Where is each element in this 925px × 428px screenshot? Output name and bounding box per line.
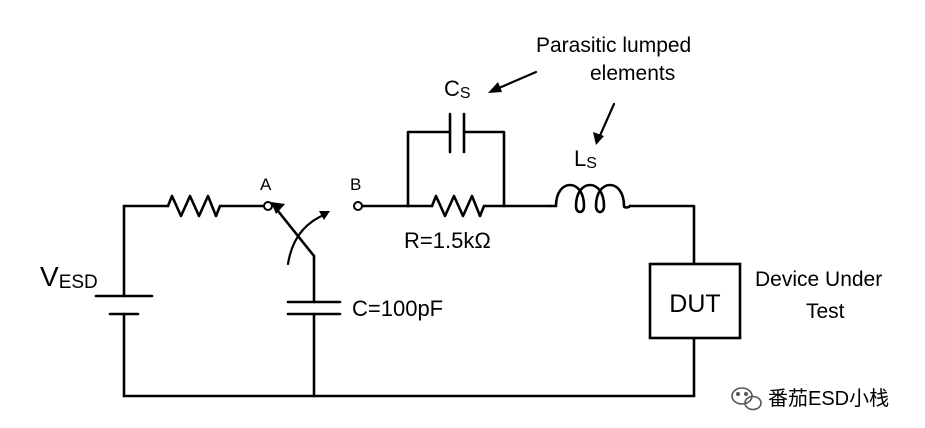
capacitor-100pf [286, 300, 342, 316]
parasitic-label-line2: elements [590, 62, 675, 85]
circuit-wires [122, 130, 696, 398]
dut-description-line1: Device Under [755, 268, 882, 291]
arrow-to-ls-head [593, 132, 604, 145]
cs-label: CS [444, 76, 471, 102]
discharge-resistor [430, 194, 486, 218]
wechat-icon [731, 387, 762, 411]
charging-resistor [166, 194, 222, 218]
switch-blade [272, 204, 316, 258]
switch-travel-arrow-head [319, 211, 330, 220]
vesd-label: VESD [40, 261, 98, 293]
dut-description-line2: Test [806, 300, 845, 323]
parasitic-capacitor-cs [448, 112, 466, 154]
arrow-to-ls [596, 102, 616, 142]
node-a-contact [263, 201, 273, 211]
node-b-label: B [350, 175, 361, 194]
parasitic-arrows [488, 70, 616, 145]
ls-label: LS [574, 146, 597, 172]
switch-travel-arc [286, 212, 328, 266]
wire-parallel-left [406, 130, 452, 208]
inductor-ls [548, 183, 632, 214]
node-a-label: A [260, 175, 272, 194]
parasitic-label-line1: Parasitic lumped [536, 34, 691, 57]
switch-arrow-head-a [271, 202, 285, 214]
battery-vesd [94, 294, 154, 316]
capacitor-label: C=100pF [352, 296, 443, 321]
node-b-contact [353, 201, 363, 211]
arrow-to-cs-head [488, 82, 502, 93]
wire-to-dut [628, 204, 696, 266]
dut-box [648, 262, 742, 340]
resistor-label: R=1.5kΩ [404, 228, 491, 253]
dut-label: DUT [669, 290, 720, 318]
watermark-text: 番茄ESD小栈 [768, 387, 889, 410]
watermark: 番茄ESD小栈 [731, 387, 889, 411]
wire-parallel-right [462, 130, 506, 208]
